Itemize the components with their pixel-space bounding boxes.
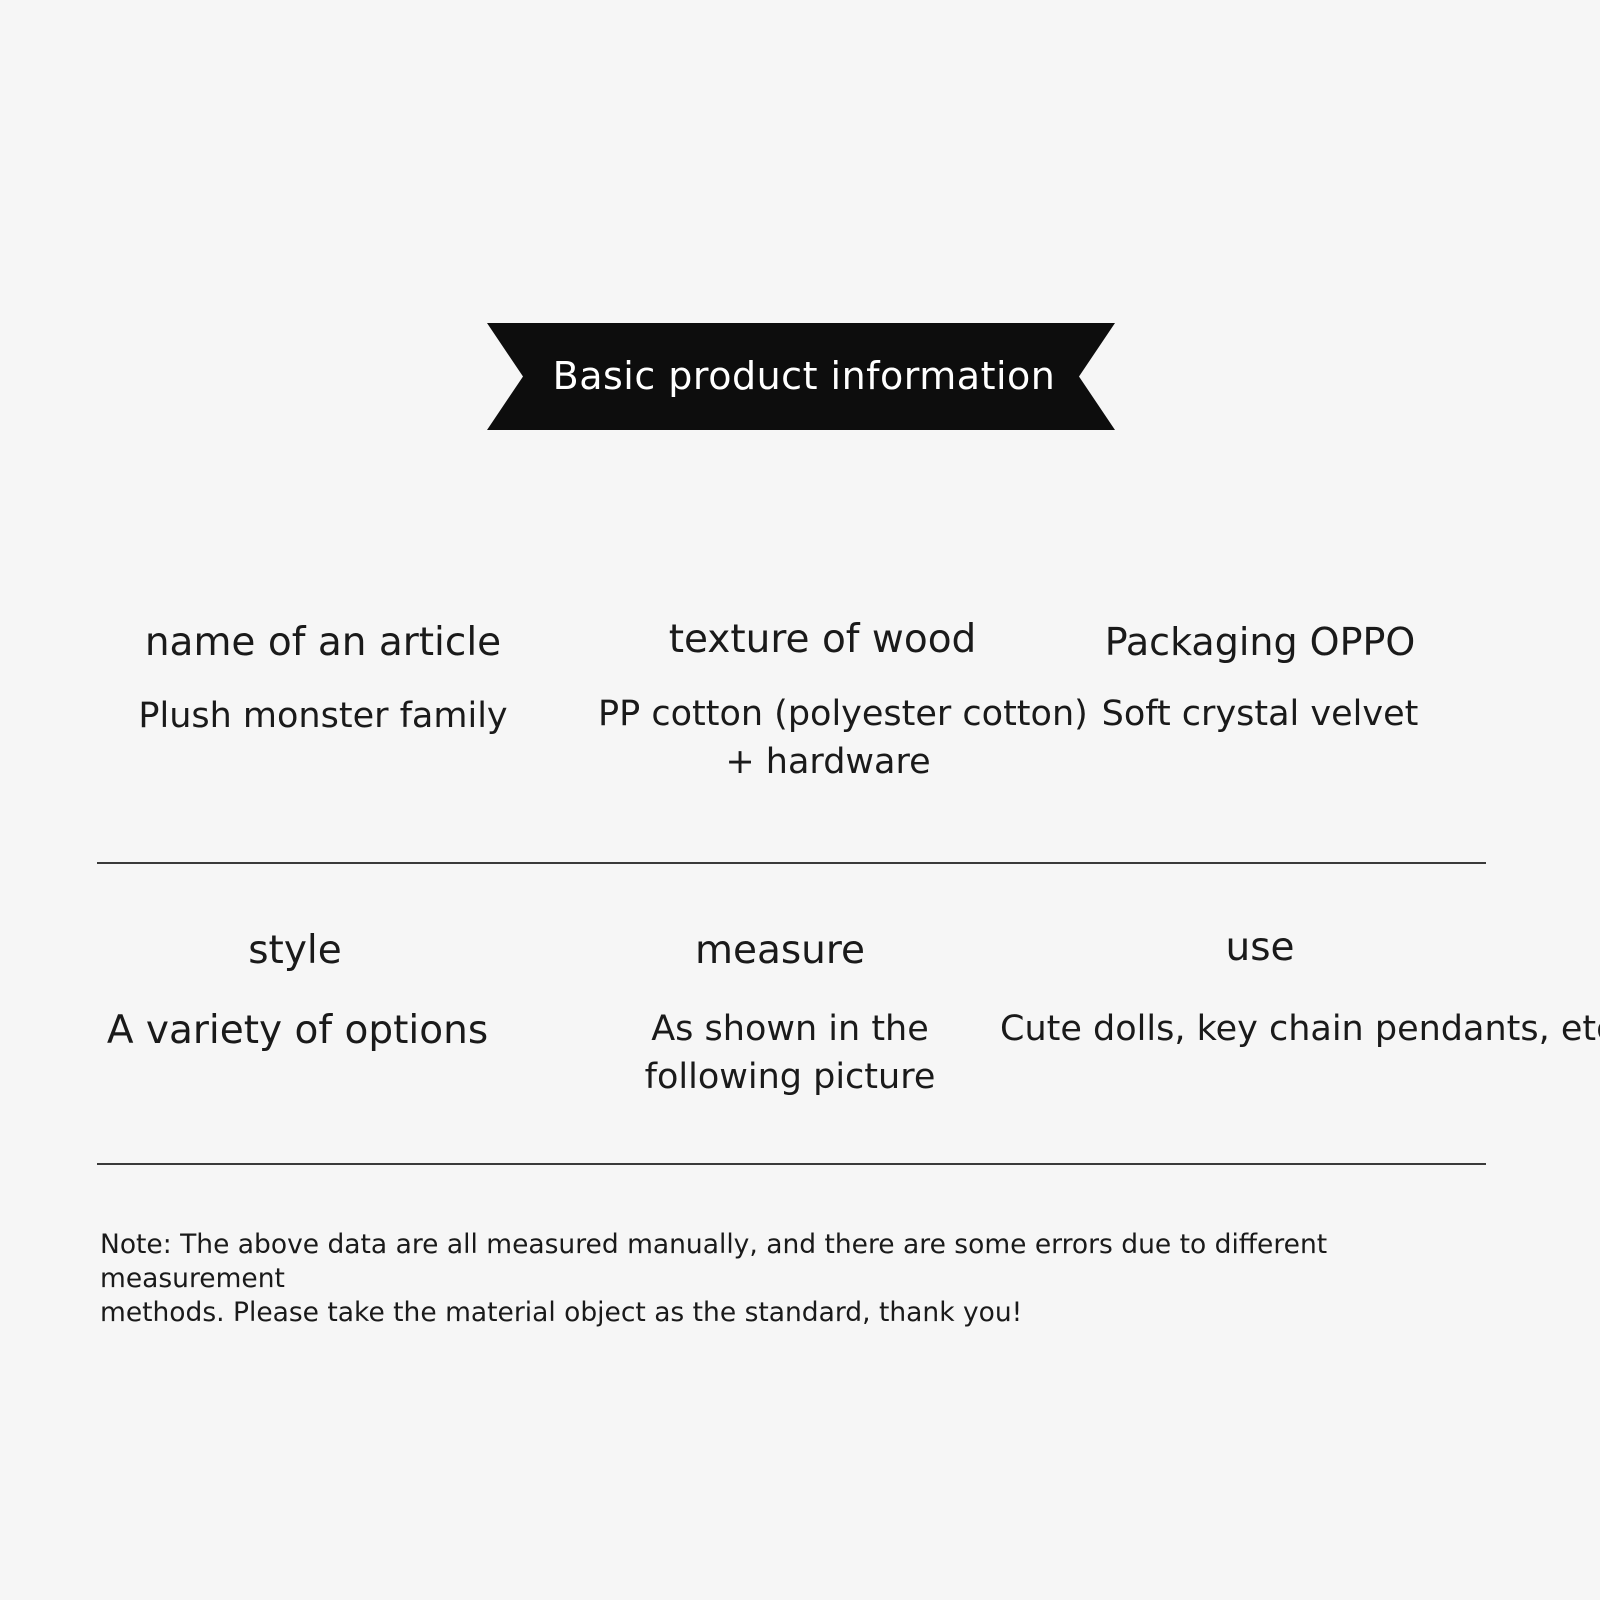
note-line-2: methods. Please take the material object…	[100, 1297, 1023, 1328]
banner-title: Basic product information	[552, 354, 1056, 398]
style-label: style	[248, 928, 342, 973]
use-label: use	[1225, 925, 1295, 970]
ribbon-shape	[487, 323, 1115, 430]
packaging-label: Packaging OPPO	[1104, 620, 1416, 664]
measure-label: measure	[694, 928, 866, 973]
article-name-label: name of an article	[144, 620, 502, 665]
measure-value-line2: following picture	[644, 1057, 936, 1097]
divider-bottom	[97, 1163, 1486, 1165]
article-name-value: Plush monster family	[138, 696, 508, 736]
use-value: Cute dolls, key chain pendants, etc	[1000, 1009, 1600, 1049]
packaging-value: Soft crystal velvet	[1101, 694, 1419, 734]
material-value-line2: + hardware	[725, 742, 931, 782]
material-value-line1: PP cotton (polyester cotton)	[598, 694, 1088, 734]
divider-top	[97, 862, 1486, 864]
section-banner: Basic product information	[487, 323, 1115, 430]
note-line-1: Note: The above data are all measured ma…	[100, 1229, 1328, 1294]
material-label: texture of wood	[668, 617, 977, 662]
style-value: A variety of options	[106, 1008, 489, 1053]
measurement-note: Note: The above data are all measured ma…	[100, 1228, 1520, 1330]
measure-value-line1: As shown in the	[651, 1009, 929, 1049]
